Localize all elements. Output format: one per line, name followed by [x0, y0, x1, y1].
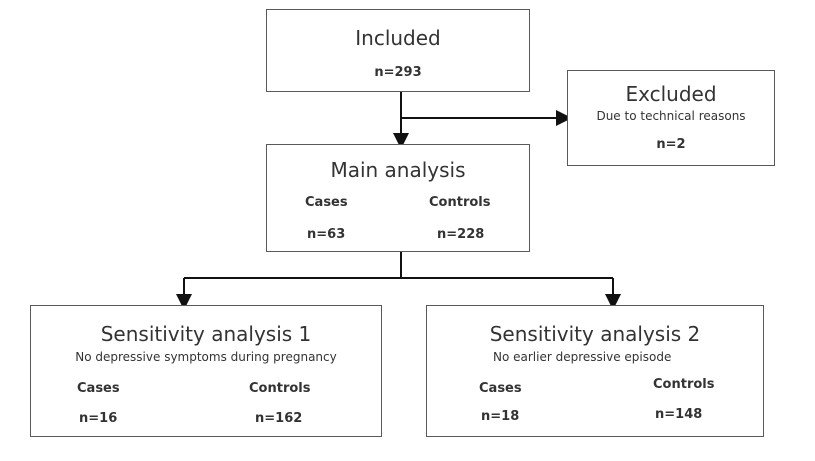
excluded-title: Excluded: [625, 82, 717, 106]
sens1-controls-count: n=162: [255, 411, 303, 426]
main-analysis-box: Main analysis Cases Controls n=63 n=228: [266, 144, 530, 252]
included-count: n=293: [374, 65, 422, 80]
sensitivity-analysis-1-box: Sensitivity analysis 1 No depressive sym…: [30, 305, 382, 437]
sens1-controls-label: Controls: [249, 381, 311, 396]
excluded-count: n=2: [656, 137, 686, 152]
included-box: Included n=293: [266, 9, 530, 92]
main-controls-count: n=228: [437, 227, 485, 242]
main-cases-count: n=63: [307, 227, 346, 242]
excluded-reason: Due to technical reasons: [596, 109, 746, 123]
included-title: Included: [355, 26, 441, 50]
sens2-cases-label: Cases: [479, 381, 522, 396]
excluded-box: Excluded Due to technical reasons n=2: [567, 70, 775, 166]
sens1-cases-label: Cases: [77, 381, 120, 396]
sens1-title: Sensitivity analysis 1: [100, 322, 312, 346]
sens2-title: Sensitivity analysis 2: [489, 322, 701, 346]
sens2-controls-label: Controls: [653, 377, 715, 392]
main-analysis-title: Main analysis: [330, 158, 466, 182]
sens2-controls-count: n=148: [655, 407, 703, 422]
sens2-cases-count: n=18: [481, 409, 520, 424]
sens1-subtitle: No depressive symptoms during pregnancy: [75, 350, 337, 364]
sensitivity-analysis-2-box: Sensitivity analysis 2 No earlier depres…: [426, 305, 764, 437]
main-cases-label: Cases: [305, 195, 348, 210]
sens1-cases-count: n=16: [79, 411, 118, 426]
main-controls-label: Controls: [429, 195, 491, 210]
sens2-subtitle: No earlier depressive episode: [493, 350, 672, 364]
